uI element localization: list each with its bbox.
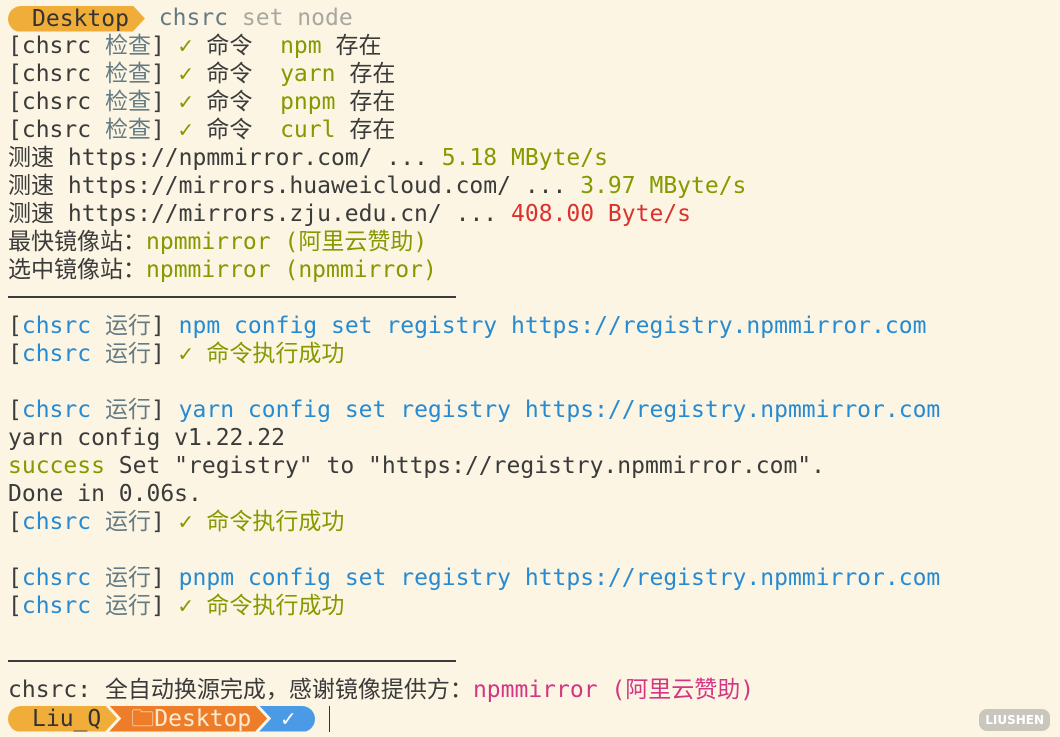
speed-result: 3.97 MByte/s [580,173,747,199]
check-word: 命令 [206,117,253,143]
speed-line: 测速 https://mirrors.huaweicloud.com/ ... … [8,172,940,200]
run-ok: ✓ 命令执行成功 [178,509,345,535]
ellipsis: ... [524,173,567,199]
ellipsis: ... [455,201,498,227]
success-word: success [8,453,105,479]
mirror-url: https://mirrors.zju.edu.cn/ [67,201,442,227]
run-command: yarn config set registry https://registr… [178,397,941,423]
check-bracket: ] [150,89,165,115]
run-ok: ✓ 命令执行成功 [178,341,345,367]
run-line: [chsrc 运行] npm config set registry https… [8,313,927,339]
command-args: set node [241,5,353,31]
mirror-url: https://npmmirror.com/ [67,145,373,171]
final-text: chsrc: 全自动换源完成，感谢镜像提供方： [8,677,473,703]
check-bracket: ] [150,61,165,87]
check-line: [chsrc 检查] ✓ 命令 npm 存在 [8,32,940,60]
success-text: Set "registry" to "https://registry.npmm… [104,453,825,479]
check-state: 存在 [349,89,396,115]
run-result: [chsrc 运行] ✓ 命令执行成功 [8,593,345,619]
selected-line: 选中镜像站：npmmirror (npmmirror) [8,256,940,284]
status-check-icon: ✓ [259,705,316,732]
speed-line: 测速 https://npmmirror.com/ ... 5.18 MByte… [8,144,940,172]
final-value: npmmirror (阿里云赞助) [472,677,755,703]
run-tag: 运行 [104,565,151,591]
prompt-dir: Desktop [154,705,252,732]
fastest-value: npmmirror (阿里云赞助) [146,229,428,255]
check-prefix: [chsrc [8,117,105,143]
prompt-bottom: Liu_Q🗀Desktop✓ [8,704,940,732]
run-result: [chsrc 运行] ✓ 命令执行成功 [8,341,345,367]
run-tag: 运行 [104,341,151,367]
selected-value: npmmirror (npmmirror) [146,257,437,283]
final-line: chsrc: 全自动换源完成，感谢镜像提供方：npmmirror (阿里云赞助) [8,676,940,704]
divider [8,284,940,312]
check-word: 命令 [206,61,253,87]
divider [8,648,940,676]
check-prefix: [chsrc [8,61,105,87]
run-line: [chsrc 运行] pnpm config set registry http… [8,565,941,591]
speed-result: 5.18 MByte/s [441,145,608,171]
selected-label: 选中镜像站： [8,257,146,283]
check-icon: ✓ [178,33,193,59]
check-bracket: ] [150,33,165,59]
command-name: pnpm [280,89,336,115]
check-word: 命令 [206,89,253,115]
check-icon: ✓ [178,89,193,115]
output-line: yarn config v1.22.22 [8,425,285,451]
output-line: success Set "registry" to "https://regis… [8,452,940,480]
run-result: [chsrc 运行] ✓ 命令执行成功 [8,509,345,535]
output-line: Done in 0.06s. [8,481,202,507]
check-prefix: [chsrc [8,89,105,115]
command-name: chsrc [158,5,229,31]
speed-label: 测速 [8,145,54,171]
check-tag: 检查 [104,117,151,143]
speed-result: 408.00 Byte/s [511,201,692,227]
command-name: yarn [280,61,336,87]
command-name: npm [280,33,322,59]
watermark-logo: LIUSHEN [979,709,1050,731]
speed-label: 测速 [8,173,54,199]
folder-icon: 🗀 [131,705,155,732]
command-name: curl [280,117,336,143]
run-tag: 运行 [104,593,151,619]
run-ok: ✓ 命令执行成功 [178,593,345,619]
run-line: [chsrc 运行] yarn config set registry http… [8,397,941,423]
fastest-label: 最快镜像站： [8,229,146,255]
run-command: npm config set registry https://registry… [178,313,927,339]
check-line: [chsrc 检查] ✓ 命令 pnpm 存在 [8,88,940,116]
prompt-user-segment: Liu_Q [8,706,117,732]
prompt-line: Desktop chsrc set node [8,4,940,32]
ellipsis: ... [386,145,428,171]
run-tag: 运行 [104,397,151,423]
fastest-line: 最快镜像站：npmmirror (阿里云赞助) [8,228,940,256]
check-tag: 检查 [104,33,151,59]
terminal: Desktop chsrc set node [chsrc 检查] ✓ 命令 n… [8,4,940,732]
mirror-url: https://mirrors.huaweicloud.com/ [67,173,511,199]
check-state: 存在 [335,33,382,59]
prompt-dir-segment: 🗀Desktop [109,706,267,732]
run-tag: 运行 [104,313,151,339]
cursor[interactable] [329,705,331,732]
prompt-dir-segment: Desktop [8,6,145,32]
speed-label: 测速 [8,201,54,227]
check-word: 命令 [206,33,253,59]
check-icon: ✓ [178,61,193,87]
check-line: [chsrc 检查] ✓ 命令 yarn 存在 [8,60,940,88]
check-icon: ✓ [178,117,193,143]
check-state: 存在 [349,61,396,87]
check-line: [chsrc 检查] ✓ 命令 curl 存在 [8,116,940,144]
check-state: 存在 [349,117,396,143]
check-tag: 检查 [104,89,151,115]
check-prefix: [chsrc [8,33,105,59]
check-bracket: ] [150,117,165,143]
check-tag: 检查 [104,61,151,87]
run-tag: 运行 [104,509,151,535]
speed-line: 测速 https://mirrors.zju.edu.cn/ ... 408.0… [8,200,940,228]
run-command: pnpm config set registry https://registr… [178,565,941,591]
